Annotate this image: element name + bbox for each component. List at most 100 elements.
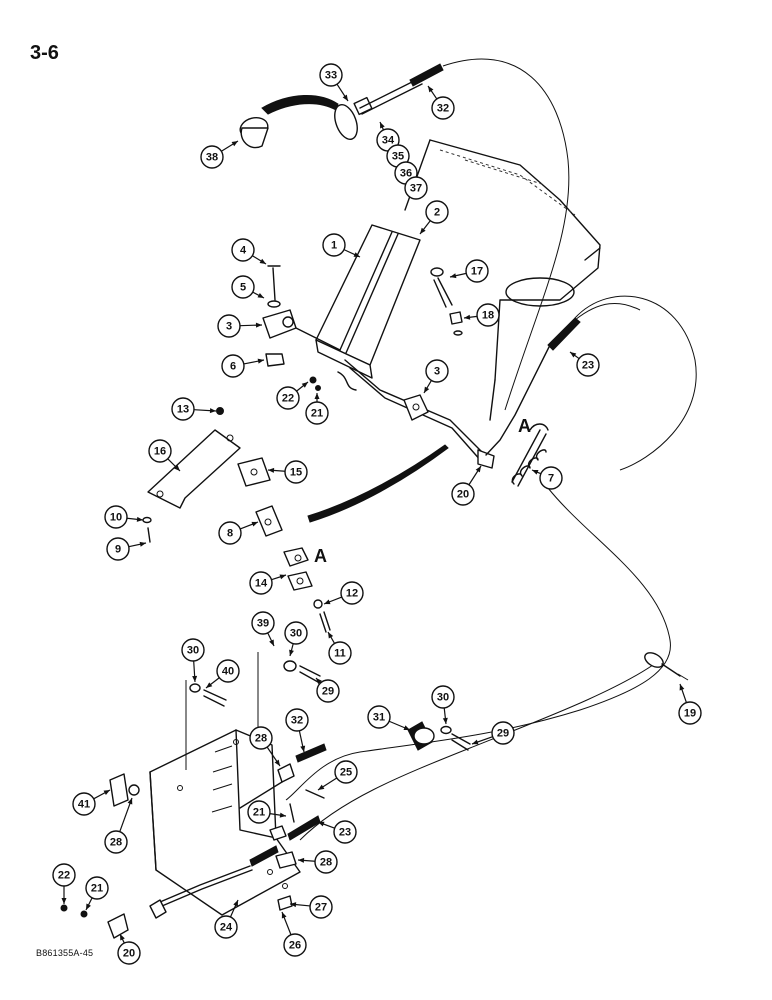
callout-number: 21 xyxy=(91,883,103,895)
callout-number: 3 xyxy=(434,366,440,378)
callout-22: 22 xyxy=(52,863,76,887)
callout-number: 18 xyxy=(482,310,494,322)
pedal-pivot-bracket xyxy=(262,265,341,367)
leader-arrowhead xyxy=(255,322,262,328)
callout-number: 32 xyxy=(437,103,449,115)
leader-arrowhead xyxy=(206,682,213,688)
callout-30: 30 xyxy=(431,685,455,709)
callout-41: 41 xyxy=(72,792,96,816)
leader-arrowhead xyxy=(424,386,430,393)
callout-number: 30 xyxy=(437,692,449,704)
callout-11: 11 xyxy=(328,641,352,665)
leader-arrowhead xyxy=(139,541,146,547)
leader-arrowhead xyxy=(136,516,143,522)
callout-number: 21 xyxy=(311,408,323,420)
leader-arrowhead xyxy=(428,86,434,93)
leader-arrowhead xyxy=(269,639,274,646)
leader-arrowhead xyxy=(192,675,198,682)
callout-number: 23 xyxy=(339,827,351,839)
leader-arrowhead xyxy=(251,521,258,527)
callout-20: 20 xyxy=(117,941,141,965)
leader-arrowhead xyxy=(231,141,238,147)
page-number: 3-6 xyxy=(30,42,59,64)
leader-arrowhead xyxy=(298,857,305,863)
callout-number: 26 xyxy=(289,940,301,952)
callout-14: 14 xyxy=(249,571,273,595)
callout-21: 21 xyxy=(305,401,329,425)
leader-arrowhead xyxy=(442,717,448,724)
reference-letter-a-top: A xyxy=(518,416,531,436)
callout-9: 9 xyxy=(106,537,130,561)
callout-23: 23 xyxy=(576,353,600,377)
leader-arrowhead xyxy=(268,467,275,473)
callout-number: 25 xyxy=(340,767,352,779)
leader-arrowhead xyxy=(679,684,685,691)
leader-arrowhead xyxy=(314,393,320,399)
leader-arrowhead xyxy=(61,898,67,904)
leader-arrowhead xyxy=(353,252,360,257)
callout-25: 25 xyxy=(334,760,358,784)
leader-arrowhead xyxy=(318,784,325,790)
callout-3: 3 xyxy=(425,359,449,383)
callout-number: 4 xyxy=(240,245,247,257)
leader-arrowhead xyxy=(403,725,410,730)
callout-number: 32 xyxy=(291,715,303,727)
callout-7: 7 xyxy=(539,466,563,490)
callout-number: 20 xyxy=(457,489,469,501)
callout-22: 22 xyxy=(276,386,300,410)
callout-15: 15 xyxy=(284,460,308,484)
leader-arrowhead xyxy=(342,94,348,101)
callout-leaders xyxy=(61,83,687,944)
callout-30: 30 xyxy=(181,638,205,662)
callout-number: 3 xyxy=(226,321,232,333)
callout-24: 24 xyxy=(214,915,238,939)
callout-number: 24 xyxy=(220,922,233,934)
callout-number: 9 xyxy=(115,544,121,556)
callout-number: 29 xyxy=(497,728,509,740)
leader-arrowhead xyxy=(450,273,457,279)
leader-arrowhead xyxy=(475,466,481,473)
callout-32: 32 xyxy=(431,96,455,120)
callout-number: 13 xyxy=(177,404,189,416)
callout-38: 38 xyxy=(200,145,224,169)
callout-26: 26 xyxy=(283,933,307,957)
callout-number: 27 xyxy=(315,902,327,914)
callout-number: 33 xyxy=(325,70,337,82)
leader-arrowhead xyxy=(257,358,264,364)
callout-13: 13 xyxy=(171,397,195,421)
leader-arrowhead xyxy=(464,314,471,320)
callout-number: 22 xyxy=(282,393,294,405)
callout-number: 6 xyxy=(230,361,236,373)
cable-mount-brackets xyxy=(142,407,449,633)
leader-arrowhead xyxy=(209,408,216,414)
leader-arrowhead xyxy=(259,258,266,264)
leader-arrowhead xyxy=(570,352,577,358)
callout-number: 20 xyxy=(123,948,135,960)
leader-arrowhead xyxy=(420,227,426,234)
callout-number: 11 xyxy=(334,648,346,660)
callout-4: 4 xyxy=(231,238,255,262)
callout-number: 30 xyxy=(187,645,199,657)
leader-arrowhead xyxy=(281,912,287,919)
callout-number: 31 xyxy=(373,712,385,724)
callout-19: 19 xyxy=(678,701,702,725)
callout-29: 29 xyxy=(316,679,340,703)
callout-37: 37 xyxy=(404,176,428,200)
cable-mounting-plate xyxy=(60,652,471,939)
callout-17: 17 xyxy=(465,259,489,283)
leader-arrowhead xyxy=(380,122,385,129)
leader-arrowhead xyxy=(257,293,264,298)
callout-12: 12 xyxy=(340,581,364,605)
leader-arrowhead xyxy=(274,759,280,766)
callout-number: 36 xyxy=(400,168,412,180)
callout-10: 10 xyxy=(104,505,128,529)
callout-number: 19 xyxy=(684,708,696,720)
callout-21: 21 xyxy=(85,876,109,900)
callout-18: 18 xyxy=(476,303,500,327)
callout-1: 1 xyxy=(322,233,346,257)
callout-5: 5 xyxy=(231,275,255,299)
callout-32: 32 xyxy=(285,708,309,732)
